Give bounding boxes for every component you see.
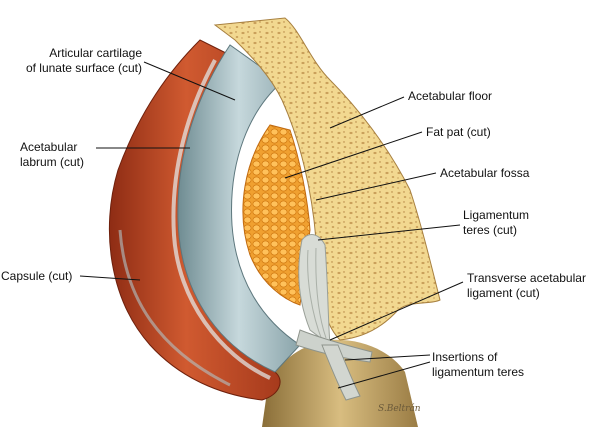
label-capsule: Capsule (cut) xyxy=(1,269,73,283)
ligament-insertion xyxy=(321,344,361,401)
label-transverse-ligament: Transverse acetabular ligament (cut) xyxy=(467,271,586,300)
label-acetabular-fossa: Acetabular fossa xyxy=(440,166,530,180)
artist-signature: S.Beltrán xyxy=(378,404,421,414)
label-fat-pat: Fat pat (cut) xyxy=(426,125,491,139)
leader-lines xyxy=(79,61,464,389)
label-acetabular-labrum: Acetabular labrum (cut) xyxy=(20,140,85,169)
labrum-rim xyxy=(171,59,271,380)
label-articular-cartilage: Articular cartilage of lunate surface (c… xyxy=(25,46,142,75)
label-ligamentum-teres: Ligamentum teres (cut) xyxy=(463,208,530,237)
label-insertions: Insertions of ligamentum teres xyxy=(432,350,525,379)
articular-cartilage xyxy=(177,44,301,373)
ligamentum-teres xyxy=(298,234,331,347)
label-acetabular-floor: Acetabular floor xyxy=(408,89,493,103)
